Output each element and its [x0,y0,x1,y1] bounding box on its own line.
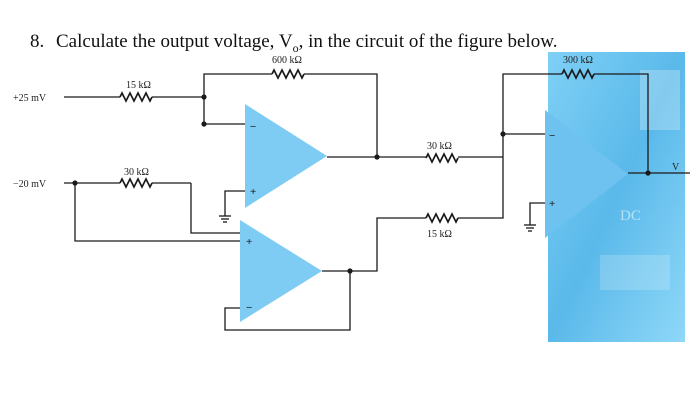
question-number: 8. [30,31,45,52]
resistor-30k-input [119,177,153,189]
opamp-3 [545,110,628,238]
opamp-2 [240,220,322,322]
label-output-vo: V [672,162,680,173]
question-text: 8. Calculate the output voltage, Vo, in t… [30,31,557,56]
question-body-end: , in the circuit of the figure below. [298,31,558,52]
opamp-3-minus-pin: − [549,130,555,142]
label-source-plus-25mv: +25 mV [13,93,47,104]
label-30k-input: 30 kΩ [124,167,149,178]
opamp-1 [245,104,327,208]
junction-dot [645,170,651,176]
label-600k: 600 kΩ [272,55,302,66]
label-source-minus-20mv: −20 mV [13,179,47,190]
resistor-15k-input [119,91,153,103]
resistor-30k-stage [425,152,459,164]
resistor-300k [561,68,595,80]
question-body: Calculate the output voltage, V [56,31,293,52]
background-watermark-text: DC [620,208,641,224]
junction-dot [500,131,506,137]
background-photo-highlight [600,255,670,290]
question-subscript: o [292,40,299,55]
background-photo-highlight [640,70,680,130]
opamp-3-plus-pin: + [549,198,555,210]
resistor-600k [271,68,305,80]
junction-dot [72,180,78,186]
label-300k: 300 kΩ [563,55,593,66]
opamp-2-minus-pin: − [246,302,252,314]
junction-dot [201,94,207,100]
junction-dot [201,121,207,127]
junction-dot [374,154,380,160]
label-15k-input: 15 kΩ [126,80,151,91]
opamp-1-minus-pin: − [250,121,256,133]
opamp-2-plus-pin: + [246,236,252,248]
opamp-1-plus-pin: + [250,186,256,198]
resistor-15k-stage [425,212,459,224]
circuit-wires [64,73,690,331]
junction-dot [347,268,353,274]
label-30k-stage: 30 kΩ [427,141,452,152]
label-15k-stage: 15 kΩ [427,229,452,240]
